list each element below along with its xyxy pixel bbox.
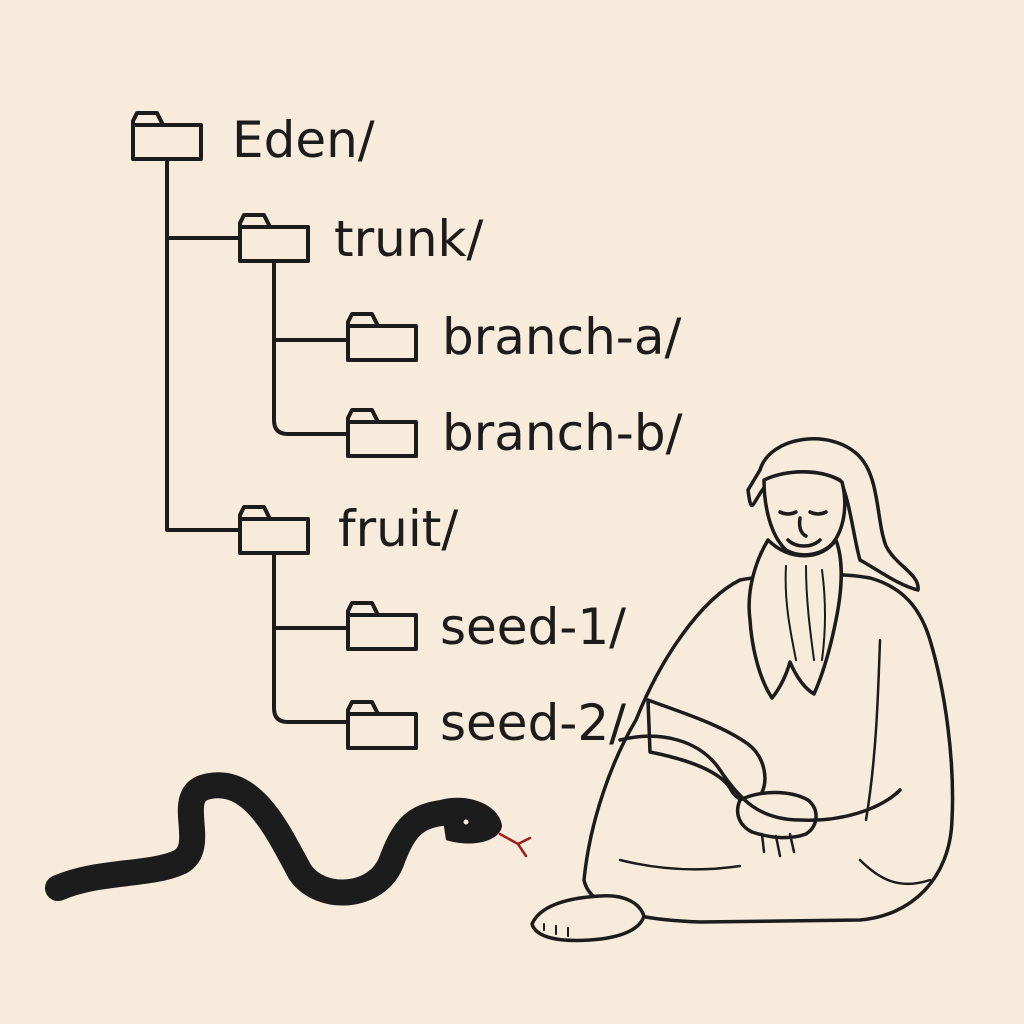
sage-beard-strands: [784, 565, 826, 661]
tree-connectors: [165, 158, 350, 724]
folder-icon[interactable]: [346, 700, 418, 750]
folder-label-root[interactable]: Eden/: [232, 111, 375, 169]
sage-toes: [543, 923, 569, 937]
sage-nose: [797, 516, 808, 538]
folder-icon[interactable]: [346, 408, 418, 458]
sage-robe: [582, 572, 955, 924]
snake-eye: [463, 819, 469, 825]
folder-icon[interactable]: [238, 505, 310, 555]
snake-tongue: [498, 832, 532, 858]
snake-illustration: [45, 772, 532, 906]
sage-mustache: [786, 538, 822, 548]
folder-icon[interactable]: [346, 601, 418, 651]
folder-icon[interactable]: [131, 111, 203, 161]
connector-trunk-branch-a: [272, 260, 350, 342]
sage-eyes: [778, 510, 828, 516]
sage-foot: [530, 894, 646, 943]
folder-label-fruit[interactable]: fruit/: [338, 500, 459, 558]
folder-label-seed-1[interactable]: seed-1/: [440, 598, 627, 656]
connector-root-trunk: [165, 158, 242, 240]
folder-label-branch-b[interactable]: branch-b/: [442, 404, 683, 462]
sage-robe-folds: [618, 638, 932, 886]
sage-hand: [735, 790, 818, 840]
snake-body: [45, 772, 473, 906]
folder-icon[interactable]: [346, 312, 418, 362]
folder-label-trunk[interactable]: trunk/: [334, 210, 484, 268]
folder-icon[interactable]: [238, 213, 310, 263]
connector-fruit-seed-1: [272, 553, 350, 630]
sage-beard: [747, 538, 843, 700]
connector-trunk-branch-b: [272, 338, 350, 436]
connector-fruit-seed-2: [272, 626, 350, 724]
folder-label-branch-a[interactable]: branch-a/: [442, 308, 682, 366]
folder-label-seed-2[interactable]: seed-2/: [440, 694, 627, 752]
sage-fingers: [760, 832, 796, 858]
sage-knee: [618, 734, 902, 822]
connector-root-fruit: [165, 236, 242, 532]
bearded-sage-illustration: [530, 437, 955, 943]
snake-head: [440, 797, 502, 844]
snake-tail: [53, 865, 155, 893]
